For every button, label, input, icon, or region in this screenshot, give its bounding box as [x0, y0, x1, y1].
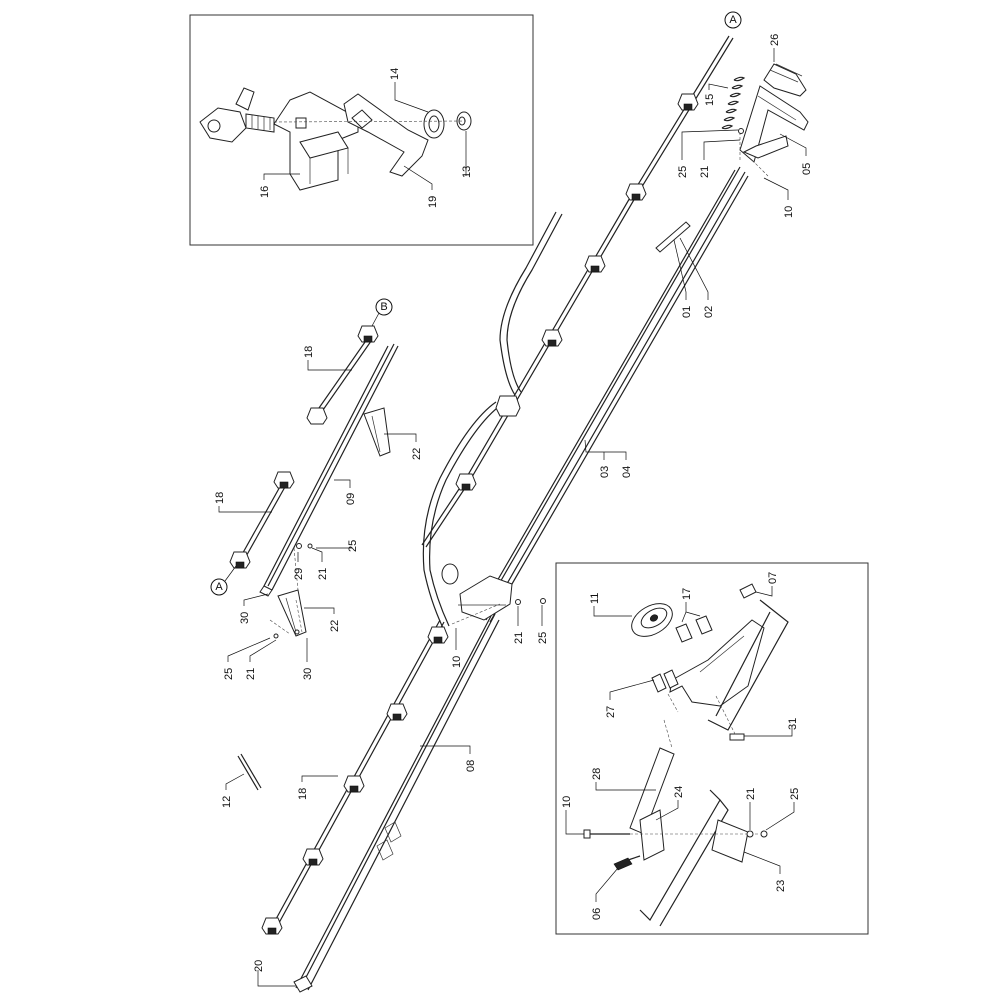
marker-a-left: A	[210, 578, 228, 596]
label-25-top: 25	[677, 166, 689, 178]
pulley-11	[631, 603, 673, 637]
label-21-top: 21	[699, 166, 711, 178]
label-09: 09	[345, 493, 357, 505]
marker-b: B	[375, 298, 393, 316]
left-boom-tube	[239, 331, 377, 561]
left-boom-frame-09	[259, 343, 399, 597]
nozzle-set-main	[261, 93, 699, 935]
label-12: 12	[221, 796, 233, 808]
nozzle-bracket-16	[273, 91, 359, 191]
plate-23	[711, 819, 749, 863]
boom-section-inset-top	[707, 599, 789, 731]
label-18-lower: 18	[297, 788, 309, 800]
marker-a-top-label: A	[729, 14, 737, 26]
label-25-lower: 25	[223, 668, 235, 680]
label-18-upper: 18	[303, 346, 315, 358]
label-29: 29	[293, 568, 305, 580]
hose	[422, 211, 563, 629]
marker-a-left-label: A	[215, 581, 223, 593]
label-18-mid: 18	[214, 492, 226, 504]
label-23: 23	[775, 880, 787, 892]
label-22-upper: 22	[411, 448, 423, 460]
bracket-26	[763, 63, 807, 97]
label-13: 13	[461, 166, 473, 178]
label-01: 01	[681, 306, 693, 318]
hinge-bracket-05	[739, 85, 809, 163]
boom-frame-03-04	[477, 166, 749, 623]
label-07: 07	[767, 572, 779, 584]
plate-24	[639, 809, 665, 861]
label-10-top: 10	[783, 206, 795, 218]
nut-14	[423, 109, 445, 139]
label-11: 11	[589, 593, 601, 604]
label-27: 27	[605, 706, 617, 718]
label-30-lower: 30	[302, 668, 314, 680]
boom-section-inset-bottom	[639, 789, 729, 927]
label-25-left: 25	[347, 540, 359, 552]
marker-a-top: A	[724, 11, 742, 29]
boom-frame-08	[295, 613, 500, 991]
label-06: 06	[591, 908, 603, 920]
tool-12	[237, 753, 262, 791]
nozzle-set-left	[229, 325, 379, 569]
label-10-inset: 10	[561, 796, 573, 808]
label-17: 17	[681, 588, 693, 600]
label-22-lower: 22	[329, 620, 341, 632]
label-21-inset: 21	[745, 788, 757, 800]
inset-nozzle-detail	[189, 14, 534, 246]
nozzle-body	[199, 87, 275, 143]
label-03: 03	[599, 466, 611, 478]
label-25-inset: 25	[789, 788, 801, 800]
bracket-22-lower	[277, 589, 307, 637]
knob-06	[613, 855, 641, 871]
label-02: 02	[703, 306, 715, 318]
pins-17	[651, 615, 713, 693]
bolt-31	[729, 733, 745, 741]
label-31: 31	[787, 718, 799, 730]
bracket-22-upper	[363, 407, 391, 457]
label-21-left: 21	[317, 568, 329, 580]
label-26: 26	[769, 34, 781, 46]
label-15: 15	[704, 94, 716, 106]
label-16: 16	[259, 186, 271, 198]
label-21-lower: 21	[245, 668, 257, 680]
label-30-upper: 30	[239, 612, 251, 624]
label-28: 28	[591, 768, 603, 780]
nozzle-cover-19	[343, 93, 429, 177]
label-04: 04	[621, 466, 633, 478]
plate-01-02	[655, 221, 691, 253]
label-05: 05	[801, 163, 813, 175]
label-10-center: 10	[451, 656, 463, 668]
bracket-07	[669, 583, 765, 707]
boom-tube-main	[269, 35, 734, 933]
spring-15	[721, 76, 746, 130]
bolt-10-inset	[583, 829, 630, 839]
label-24: 24	[673, 786, 685, 798]
label-14: 14	[389, 68, 401, 80]
end-cap-20	[293, 975, 313, 993]
label-08: 08	[465, 760, 477, 772]
label-21-center: 21	[513, 632, 525, 644]
label-19: 19	[427, 196, 439, 208]
label-20: 20	[253, 960, 265, 972]
inset-bracket-detail	[555, 562, 869, 935]
label-25-center: 25	[537, 632, 549, 644]
support-bracket-center	[441, 563, 513, 621]
marker-b-label: B	[380, 301, 387, 313]
